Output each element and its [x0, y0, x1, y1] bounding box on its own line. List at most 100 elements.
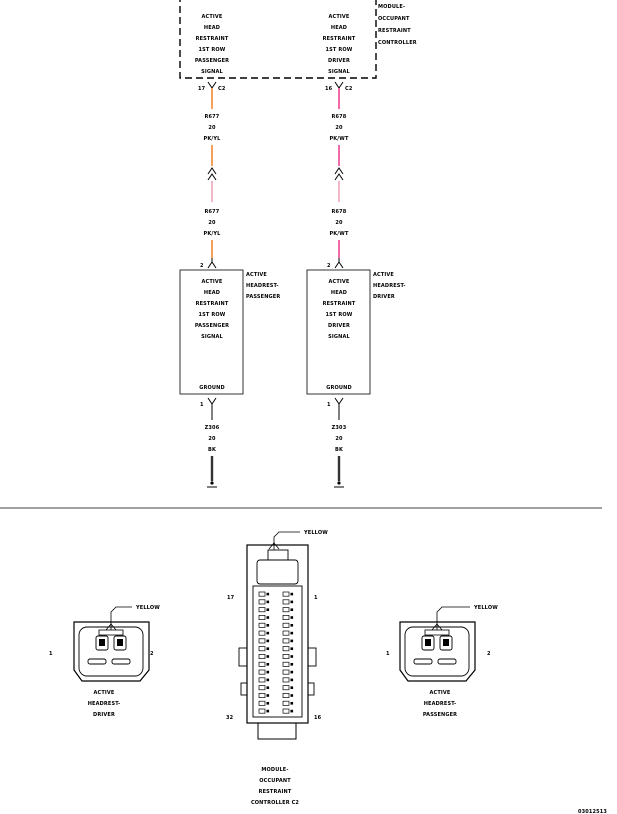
connector-tail	[257, 722, 297, 740]
terminal-pin	[266, 616, 270, 619]
module-label-line: CONTROLLER	[378, 40, 417, 46]
wire-color: PK/YL	[204, 136, 222, 142]
headrest-driver-box	[306, 269, 371, 395]
component-label-line: HEADREST-	[373, 283, 406, 289]
ground-wire-z303-label: Z303 20 BK	[332, 425, 347, 453]
terminal-pin	[266, 600, 270, 604]
terminal-pin	[290, 592, 294, 596]
terminal-cavity	[282, 599, 290, 605]
pin-number: 1	[386, 651, 390, 657]
signal-line: RESTRAINT	[196, 301, 229, 307]
signal-line: 1ST ROW	[326, 47, 353, 53]
terminal-pin	[290, 631, 294, 635]
pin-number: 1	[49, 651, 53, 657]
caption-line: ACTIVE	[94, 690, 115, 696]
signal-line: HEAD	[331, 290, 347, 296]
side-rib	[307, 682, 315, 696]
pin-number: 2	[150, 651, 154, 657]
terminal-pin	[266, 678, 270, 682]
terminal-pin-2	[117, 639, 123, 646]
connector-latch	[267, 549, 289, 561]
wire-circuit: Z306	[205, 425, 220, 431]
terminal-cavity	[258, 700, 266, 706]
terminal-cavity	[258, 669, 266, 675]
component-label-line: PASSENGER	[246, 294, 280, 300]
terminal-pin	[266, 702, 270, 705]
pin-number: 17	[198, 86, 206, 92]
pin-number: 17	[227, 595, 235, 601]
figure-id: 03012513	[578, 809, 607, 814]
terminal-cavity	[282, 677, 290, 683]
caption-line: MODULE-	[261, 767, 288, 773]
terminal-cavity	[282, 685, 290, 691]
pin-grid	[258, 591, 294, 714]
signal-line: HEAD	[331, 25, 347, 31]
wire-gauge: 20	[208, 125, 216, 131]
terminal-cavity	[282, 700, 290, 706]
terminal-cavity	[282, 661, 290, 667]
terminal-cavity	[258, 599, 266, 605]
terminal-pin	[266, 631, 270, 635]
connector-caption: MODULE- OCCUPANT RESTRAINT CONTROLLER C2	[251, 767, 299, 806]
female-terminal-symbol	[207, 397, 217, 420]
terminal-cavity	[258, 591, 266, 597]
wire-r678-label-top: R678 20 PK/WT	[329, 114, 348, 142]
terminal-pin	[290, 624, 294, 627]
terminal-pin	[266, 608, 270, 611]
caption-line: DRIVER	[93, 712, 115, 718]
module-occupant-restraint-controller-box	[179, 0, 377, 79]
wire-r677-label-bottom: R677 20 PK/YL	[204, 209, 221, 237]
terminal-pin	[266, 670, 270, 674]
wire-gauge: 20	[335, 220, 343, 226]
pin-number: 1	[327, 402, 331, 408]
terminal-cavity-2	[439, 635, 453, 651]
connector-latch	[424, 629, 450, 636]
wire-color: PK/WT	[329, 231, 348, 237]
terminal-pin	[290, 600, 294, 604]
headrest-passenger-signal-text: ACTIVE HEAD RESTRAINT 1ST ROW PASSENGER …	[195, 279, 229, 391]
wire-circuit: Z303	[332, 425, 347, 431]
wire-circuit: R677	[205, 209, 220, 215]
module-label-line: MODULE-	[378, 4, 405, 10]
inline-connector-symbol	[207, 167, 217, 181]
terminal-pin	[290, 608, 294, 611]
connector-key	[413, 658, 433, 665]
terminal-cavity	[282, 607, 290, 613]
terminal-pin	[290, 616, 294, 619]
terminal-cavity	[258, 685, 266, 691]
signal-line: PASSENGER	[195, 58, 229, 64]
headrest-passenger-label: ACTIVE HEADREST- PASSENGER	[246, 272, 280, 300]
component-label-line: DRIVER	[373, 294, 395, 300]
component-label-line: HEADREST-	[246, 283, 279, 289]
caption-line: RESTRAINT	[259, 789, 292, 795]
pin-number: 2	[327, 263, 331, 269]
wire-r678-label-bottom: R678 20 PK/WT	[329, 209, 348, 237]
wire-gauge: 20	[208, 436, 216, 442]
terminal-pin	[290, 686, 294, 689]
wire-circuit: R678	[332, 209, 347, 215]
side-rib	[240, 682, 248, 696]
connector-id: C2	[218, 86, 226, 92]
terminal-cavity	[282, 630, 290, 636]
component-label-line: ACTIVE	[373, 272, 394, 278]
signal-line: 1ST ROW	[199, 47, 226, 53]
terminal-pin	[290, 709, 294, 713]
signal-line: SIGNAL	[201, 334, 223, 340]
pin-number: 16	[314, 715, 322, 721]
terminal-pin	[266, 639, 270, 643]
wire-color: BK	[335, 447, 344, 453]
terminal-cavity-1	[95, 635, 109, 651]
module-left-signal-text: ACTIVE HEAD RESTRAINT 1ST ROW PASSENGER …	[195, 14, 229, 75]
terminal-cavity	[282, 654, 290, 659]
color-tag-arrow	[268, 542, 280, 550]
terminal-cavity	[258, 646, 266, 652]
module-label: MODULE- OCCUPANT RESTRAINT CONTROLLER	[378, 4, 417, 46]
terminal-pin-1	[99, 639, 105, 646]
headrest-passenger-connector-view: YELLOW 1 2 ACTIVE HEADREST- PASSENGER	[386, 605, 498, 718]
connector-outline	[73, 621, 150, 682]
terminal-pin	[290, 663, 294, 666]
side-rib	[307, 647, 317, 667]
male-terminal-symbol	[334, 258, 344, 269]
wire-color: PK/WT	[329, 136, 348, 142]
